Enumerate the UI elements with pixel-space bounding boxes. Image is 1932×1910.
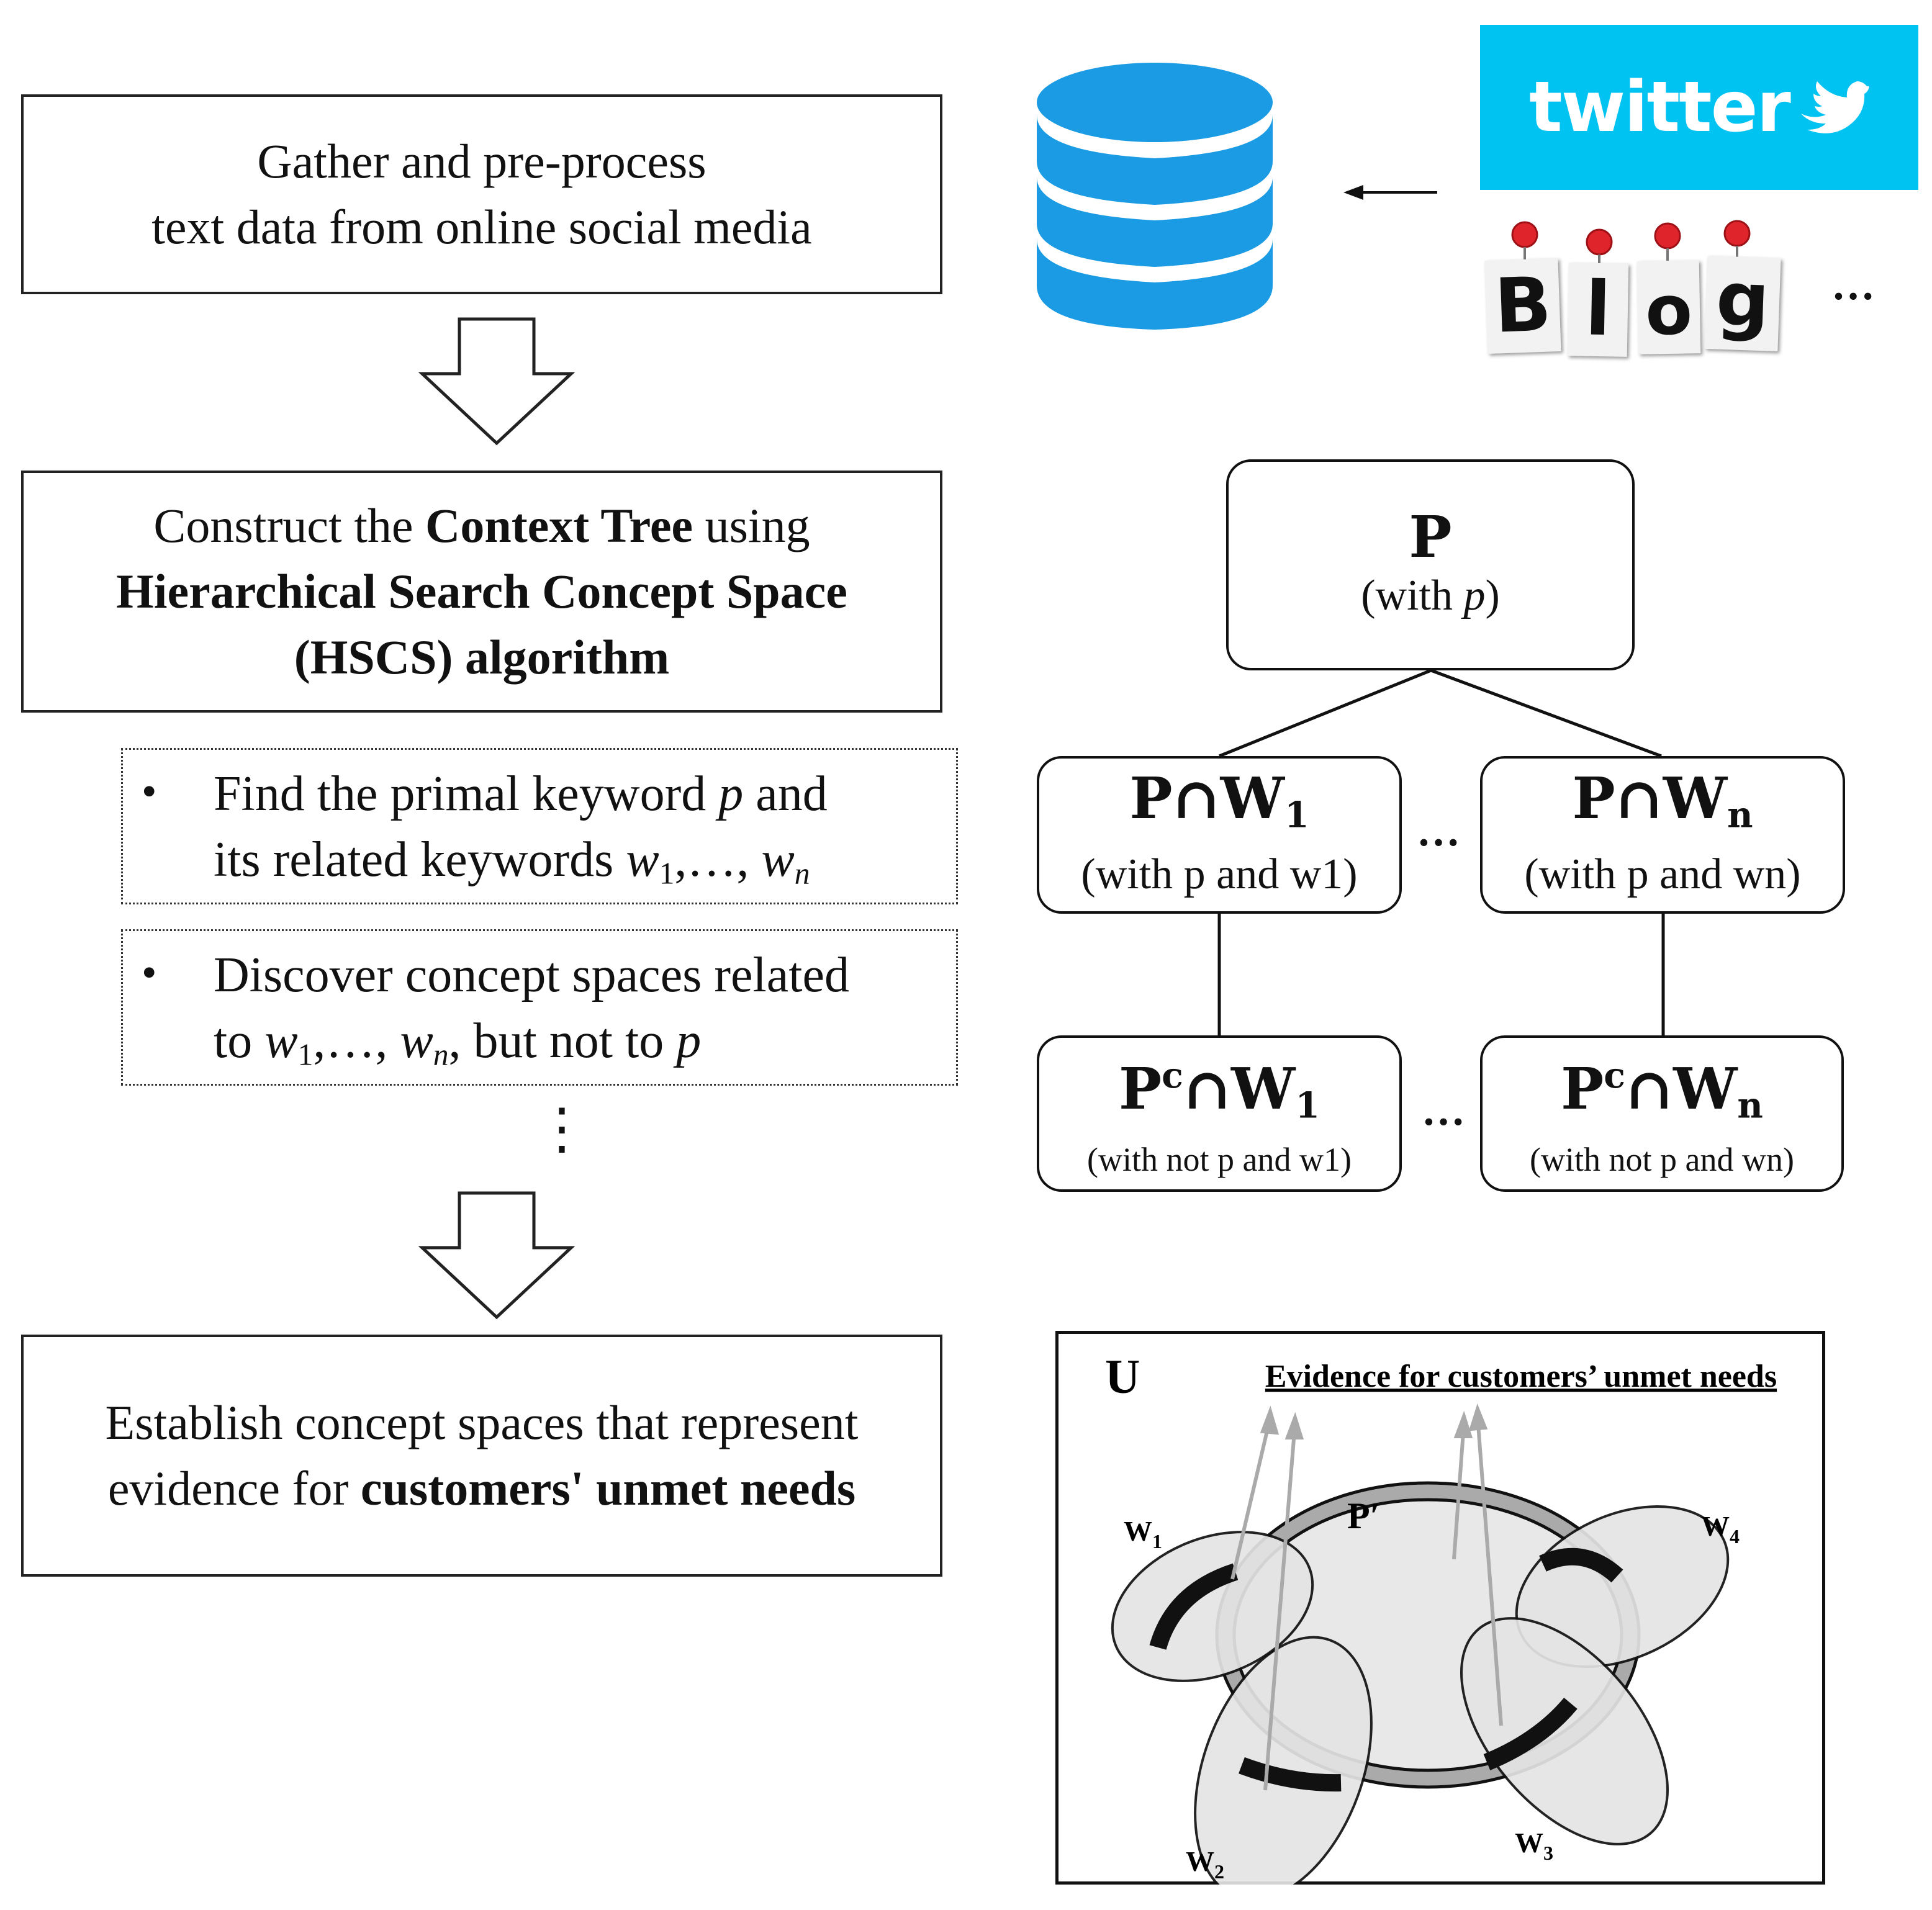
bullet-box-2	[121, 929, 958, 1086]
right-bottom-title-a: P	[1561, 1055, 1604, 1122]
primal-keyword-p: p	[718, 767, 744, 821]
left-mid-title-sub: 1	[1284, 794, 1309, 836]
tree-right-mid-node: P∩Wn (with p and wn)	[1480, 756, 1845, 914]
keyword-w-a: w	[626, 832, 659, 887]
tree-root-node: P (with p)	[1226, 459, 1635, 670]
concept-ellipsis: ,…,	[313, 1014, 400, 1068]
root-sub-p: p	[1463, 572, 1486, 619]
left-bottom-title-a: P	[1118, 1055, 1162, 1122]
tree-mid-ellipsis: …	[1417, 808, 1463, 855]
more-sources-ellipsis: …	[1831, 261, 1877, 309]
root-sub-b: )	[1485, 572, 1500, 619]
step-context-line2: Hierarchical Search Concept Space	[116, 564, 847, 618]
bullet-dot-1: •	[142, 768, 157, 816]
right-mid-title-sub: n	[1727, 794, 1753, 836]
bullet-1-line1: Find the primal keyword p and	[214, 761, 828, 827]
venn-title: Evidence for customers’ unmet needs	[1265, 1359, 1777, 1394]
keyword-sub-1: 1	[659, 856, 675, 891]
twitter-logo: twitter	[1480, 25, 1918, 190]
bird-icon	[1800, 81, 1869, 133]
keyword-sub-n: n	[794, 856, 810, 891]
step-gather-line2: text data from online social media	[151, 200, 812, 254]
concept-p: p	[676, 1014, 702, 1068]
w1-label: W1	[1124, 1515, 1162, 1552]
vertical-dots: ⋮	[534, 1099, 590, 1160]
tree-right-bottom-node: Pc∩Wn (with not p and wn)	[1480, 1035, 1844, 1192]
concept-w-a: w	[264, 1014, 298, 1068]
tree-left-mid-node: P∩W1 (with p and w1)	[1037, 756, 1402, 914]
p-prime-label: P′	[1347, 1495, 1381, 1536]
w2-label: W2	[1186, 1845, 1224, 1883]
w3-label: W3	[1515, 1827, 1553, 1864]
concept-w-b: w	[400, 1014, 433, 1068]
down-arrow-2	[418, 1191, 576, 1320]
right-bottom-subtitle: (with not p and wn)	[1530, 1141, 1794, 1179]
right-bottom-title: Pc∩Wn	[1561, 1045, 1763, 1137]
step-establish-line1: Establish concept spaces that represent	[105, 1395, 859, 1449]
right-mid-title: P∩Wn	[1572, 767, 1753, 846]
unmet-needs-term: customers' unmet needs	[360, 1461, 856, 1515]
left-mid-subtitle: (with p and w1)	[1081, 850, 1358, 898]
left-bottom-subtitle: (with not p and w1)	[1087, 1141, 1352, 1179]
bullet-2-text-c: , but not to	[448, 1014, 677, 1068]
bullet-2-text-a: Discover concept spaces related	[214, 948, 849, 1002]
root-sub-a: (with	[1361, 572, 1464, 619]
step-establish-text: evidence for	[107, 1461, 361, 1515]
database-icon	[1037, 63, 1273, 330]
twitter-wordmark: twitter	[1529, 67, 1791, 148]
left-arrow	[1343, 185, 1437, 200]
step-establish-line2: evidence for customers' unmet needs	[108, 1456, 855, 1521]
venn-diagram: U Evidence for customers’ unmet needs P′…	[1105, 1349, 1777, 1885]
bullet-1-line2: its related keywords w1,…, wn	[214, 827, 810, 906]
left-bottom-title-sup: c	[1162, 1054, 1183, 1096]
bullet-2-line2: to w1,…, wn, but not to p	[214, 1008, 701, 1088]
step-context-tree-box: Construct the Context Tree using Hierarc…	[21, 471, 942, 713]
down-arrow-1	[418, 317, 576, 446]
root-title: P	[1409, 503, 1452, 570]
right-mid-title-a: P∩W	[1572, 765, 1728, 832]
right-bottom-title-sub: n	[1737, 1084, 1763, 1127]
bullet-dot-2: •	[142, 949, 157, 997]
bullet-2-text-b: to	[214, 1014, 265, 1068]
concept-sub-1: 1	[297, 1037, 314, 1072]
left-bottom-title-sub: 1	[1295, 1084, 1320, 1127]
concept-sub-n: n	[433, 1037, 449, 1072]
tree-bottom-ellipsis: …	[1422, 1087, 1468, 1135]
step-context-text-b: using	[693, 498, 810, 552]
step-context-text-a: Construct the	[153, 498, 425, 552]
step-context-line1: Construct the Context Tree using	[153, 493, 810, 559]
left-bottom-title-b: ∩W	[1183, 1055, 1296, 1122]
right-bottom-title-b: ∩W	[1625, 1055, 1738, 1122]
bullet-1-text-b: and	[743, 767, 828, 821]
right-mid-subtitle: (with p and wn)	[1524, 850, 1801, 898]
tree-left-bottom-node: Pc∩W1 (with not p and w1)	[1037, 1035, 1402, 1192]
keyword-ellipsis: ,…,	[674, 832, 762, 887]
step-context-line3: (HSCS) algorithm	[294, 630, 670, 684]
bullet-2-line1: Discover concept spaces related	[214, 942, 849, 1008]
bullet-box-1	[121, 748, 958, 904]
step-establish-box: Establish concept spaces that represent …	[21, 1335, 942, 1577]
root-subtitle: (with p)	[1361, 568, 1500, 624]
left-bottom-title: Pc∩W1	[1119, 1045, 1320, 1137]
bullet-1-text-a: Find the primal keyword	[214, 767, 719, 821]
bullet-1-text-c: its related keywords	[214, 832, 626, 887]
step-gather-line1: Gather and pre-process	[257, 134, 706, 188]
step-gather-box: Gather and pre-process text data from on…	[21, 94, 942, 294]
left-mid-title: P∩W1	[1129, 767, 1309, 846]
blog-logo: B l o g	[1481, 217, 1792, 360]
keyword-w-b: w	[761, 832, 795, 887]
left-mid-title-a: P∩W	[1129, 765, 1284, 832]
context-tree-term: Context Tree	[425, 498, 693, 552]
universe-label: U	[1105, 1349, 1140, 1403]
right-bottom-title-sup: c	[1604, 1054, 1626, 1096]
venn-frame	[1055, 1331, 1825, 1885]
